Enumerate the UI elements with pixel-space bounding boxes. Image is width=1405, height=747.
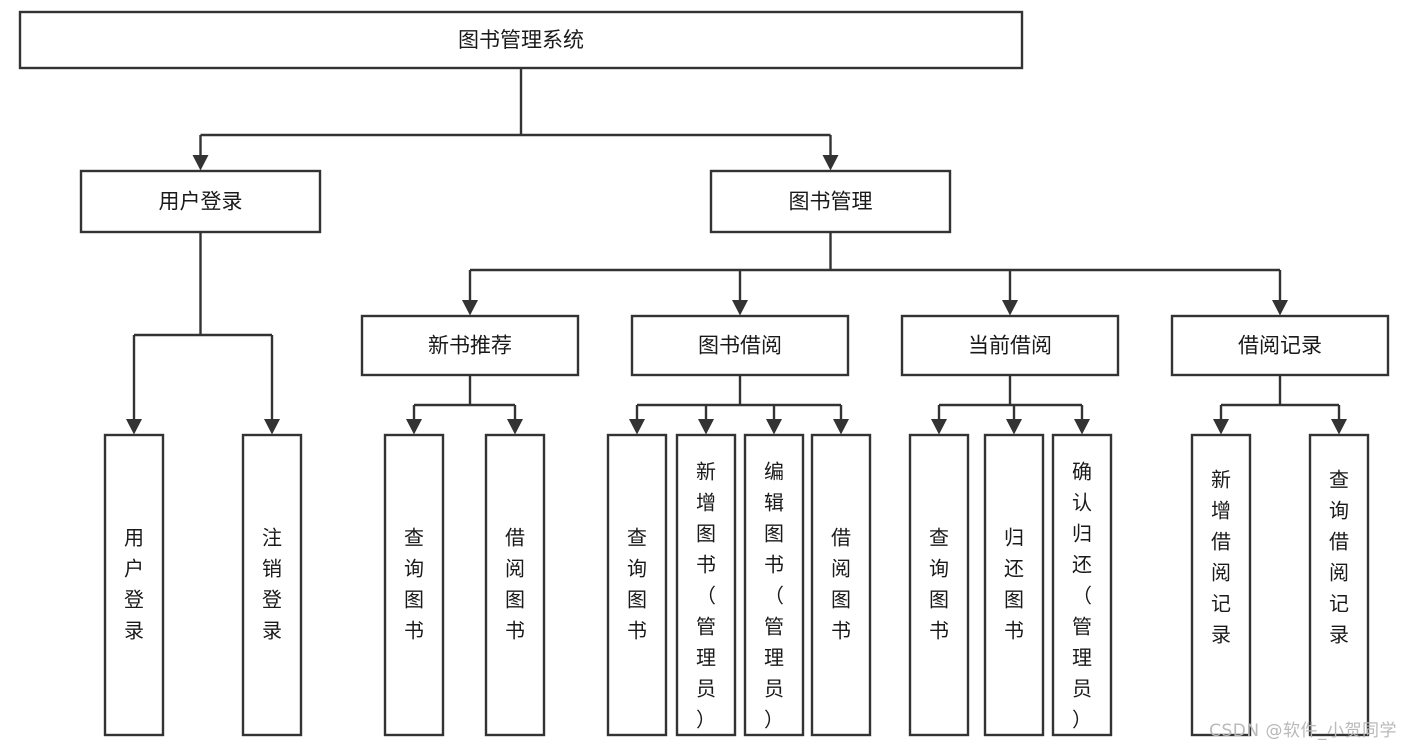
node-box[interactable]: [908, 433, 970, 737]
node-label: 确认归还（管理员）: [1072, 459, 1092, 731]
node-label: 注销登录: [262, 525, 282, 642]
node-current-borrow[interactable]: 当前借阅: [900, 314, 1120, 377]
node-leaf-user-login[interactable]: 用户登录: [103, 433, 165, 737]
node-user-login[interactable]: 用户登录: [79, 169, 322, 234]
node-leaf-confirm-return[interactable]: 确认归还（管理员）: [1051, 433, 1113, 737]
arrow-head-icon: [507, 419, 523, 435]
node-borrow-record[interactable]: 借阅记录: [1170, 314, 1390, 377]
arrow-head-icon: [766, 419, 782, 435]
arrow-head-icon: [406, 419, 422, 435]
node-label: 当前借阅: [968, 334, 1052, 358]
arrow-head-icon: [1331, 419, 1347, 435]
arrow-head-icon: [126, 419, 142, 435]
node-leaf-borrow-book-rec[interactable]: 借阅图书: [484, 433, 546, 737]
connector-group-current-borrow: [931, 375, 1090, 435]
connector-layer: [126, 68, 1347, 435]
arrow-head-icon: [1002, 300, 1018, 316]
node-label: 借阅图书: [505, 525, 525, 642]
node-box[interactable]: [383, 433, 445, 737]
node-box[interactable]: [606, 433, 668, 737]
arrow-head-icon: [833, 419, 849, 435]
node-label: 查询图书: [404, 525, 424, 642]
node-box[interactable]: [675, 433, 737, 737]
arrow-head-icon: [931, 419, 947, 435]
connector-group-root: [192, 68, 839, 171]
connector-group-borrow-record: [1213, 375, 1347, 435]
node-label: 新增借阅记录: [1211, 467, 1231, 646]
node-box[interactable]: [241, 433, 303, 737]
node-layer: 图书管理系统用户登录图书管理新书推荐图书借阅当前借阅借阅记录用户登录注销登录查询…: [18, 10, 1390, 737]
node-label: 查询图书: [929, 525, 949, 642]
node-leaf-add-book[interactable]: 新增图书（管理员）: [675, 433, 737, 737]
node-root[interactable]: 图书管理系统: [18, 10, 1024, 70]
arrow-head-icon: [1074, 419, 1090, 435]
arrow-head-icon: [192, 155, 209, 171]
node-label: 查询借阅记录: [1329, 467, 1349, 646]
node-leaf-query-record[interactable]: 查询借阅记录: [1308, 433, 1370, 737]
node-leaf-query-book-borrow[interactable]: 查询图书: [606, 433, 668, 737]
node-label: 查询图书: [627, 525, 647, 642]
node-box[interactable]: [743, 433, 805, 737]
connector-group-new-book-rec: [406, 375, 523, 435]
node-box[interactable]: [1190, 433, 1252, 737]
node-box[interactable]: [360, 314, 580, 377]
node-box[interactable]: [900, 314, 1120, 377]
node-book-manage[interactable]: 图书管理: [709, 169, 952, 234]
node-new-book-rec[interactable]: 新书推荐: [360, 314, 580, 377]
node-label: 新书推荐: [428, 334, 512, 358]
node-box[interactable]: [1051, 433, 1113, 737]
arrow-head-icon: [1272, 300, 1288, 316]
arrow-head-icon: [1006, 419, 1022, 435]
node-label: 借阅记录: [1238, 334, 1322, 358]
node-label: 图书管理系统: [458, 28, 584, 52]
node-book-borrow[interactable]: 图书借阅: [630, 314, 850, 377]
node-leaf-add-record[interactable]: 新增借阅记录: [1190, 433, 1252, 737]
connector-group-book-manage: [462, 232, 1288, 316]
node-label: 归还图书: [1004, 525, 1024, 642]
node-leaf-return-book[interactable]: 归还图书: [983, 433, 1045, 737]
node-box[interactable]: [630, 314, 850, 377]
node-leaf-user-logout[interactable]: 注销登录: [241, 433, 303, 737]
node-leaf-query-book-cur[interactable]: 查询图书: [908, 433, 970, 737]
node-label: 图书管理: [789, 190, 873, 214]
node-box[interactable]: [18, 10, 1024, 70]
node-label: 借阅图书: [831, 525, 851, 642]
node-leaf-borrow-book[interactable]: 借阅图书: [810, 433, 872, 737]
node-label: 图书借阅: [698, 334, 782, 358]
arrow-head-icon: [822, 155, 839, 171]
connector-group-book-borrow: [629, 375, 849, 435]
arrow-head-icon: [462, 300, 478, 316]
arrow-head-icon: [698, 419, 714, 435]
arrow-head-icon: [732, 300, 748, 316]
node-label: 用户登录: [124, 525, 144, 642]
arrow-head-icon: [1213, 419, 1229, 435]
node-box[interactable]: [709, 169, 952, 234]
node-box[interactable]: [484, 433, 546, 737]
node-leaf-query-book-rec[interactable]: 查询图书: [383, 433, 445, 737]
node-box[interactable]: [810, 433, 872, 737]
connector-group-user-login: [126, 232, 280, 435]
node-box[interactable]: [103, 433, 165, 737]
node-box[interactable]: [1308, 433, 1370, 737]
arrow-head-icon: [264, 419, 280, 435]
node-box[interactable]: [1170, 314, 1390, 377]
node-label: 新增图书（管理员）: [696, 459, 716, 731]
node-box[interactable]: [79, 169, 322, 234]
node-leaf-edit-book[interactable]: 编辑图书（管理员）: [743, 433, 805, 737]
node-label: 用户登录: [159, 190, 243, 214]
node-box[interactable]: [983, 433, 1045, 737]
arrow-head-icon: [629, 419, 645, 435]
node-label: 编辑图书（管理员）: [764, 459, 784, 731]
